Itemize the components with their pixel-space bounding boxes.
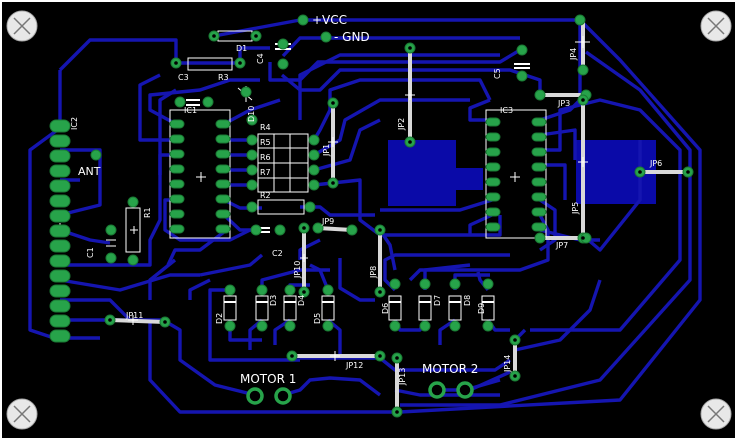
label-gnd: - GND <box>334 30 370 44</box>
label-d3: D3 <box>269 295 278 306</box>
mounting-holes <box>6 10 732 430</box>
label-r5: R5 <box>260 138 271 147</box>
jumpers <box>108 18 690 414</box>
jumper-jp9 <box>316 226 354 232</box>
label-motor1: MOTOR 1 <box>240 372 296 386</box>
r1-outline <box>125 207 141 253</box>
label-jp3: JP3 <box>557 99 570 108</box>
drill-holes <box>108 34 690 414</box>
label-motor2: MOTOR 2 <box>422 362 478 376</box>
label-jp4: JP4 <box>569 48 578 61</box>
label-jp11: JP11 <box>125 311 143 320</box>
label-r7: R7 <box>260 168 271 177</box>
label-r3: R3 <box>218 73 229 82</box>
label-d2: D2 <box>215 313 224 324</box>
label-r6: R6 <box>260 153 271 162</box>
motor1-pad-b <box>274 387 292 405</box>
label-d4: D4 <box>297 295 306 306</box>
label-jp10: JP10 <box>293 261 302 279</box>
traces <box>28 18 702 414</box>
d2-outline <box>223 295 237 321</box>
label-jp8: JP8 <box>369 266 378 279</box>
motor1-pad-a <box>246 387 264 405</box>
label-c5: C5 <box>493 68 502 79</box>
ic1-pads-left <box>169 119 185 234</box>
label-jp9: JP9 <box>321 217 334 226</box>
label-jp7: JP7 <box>555 241 568 250</box>
label-c2: C2 <box>272 249 283 258</box>
label-jp6: JP6 <box>649 159 662 168</box>
label-d5: D5 <box>313 313 322 324</box>
label-r1: R1 <box>143 207 152 218</box>
label-r2: R2 <box>260 191 271 200</box>
label-d6: D6 <box>381 303 390 314</box>
ic3-pads-right <box>531 117 547 232</box>
label-c4: C4 <box>256 53 265 64</box>
pads <box>49 14 694 418</box>
copper-pour-jp2 <box>388 140 456 206</box>
label-jp14: JP14 <box>503 355 512 373</box>
jumper-jp11 <box>108 318 167 324</box>
ic1-pads-right <box>215 119 231 234</box>
label-c3: C3 <box>178 73 189 82</box>
copper-pour-bridge <box>455 168 483 190</box>
d3-outline <box>255 295 269 321</box>
round-pads <box>90 14 694 418</box>
label-ant: ANT <box>78 165 101 178</box>
label-jp13: JP13 <box>398 368 407 386</box>
label-ic2: IC2 <box>70 117 79 130</box>
label-jp2: JP2 <box>397 118 406 131</box>
ic3-outline <box>485 109 547 239</box>
label-d7: D7 <box>433 295 442 306</box>
label-ic1: IC1 <box>184 106 197 115</box>
label-d8: D8 <box>463 295 472 306</box>
label-c1: C1 <box>86 247 95 258</box>
label-d1: D1 <box>236 44 247 53</box>
label-ic3: IC3 <box>500 106 513 115</box>
d4-outline <box>283 295 297 321</box>
r3-outline <box>187 57 233 71</box>
ic2-outline <box>169 109 231 239</box>
label-r4: R4 <box>260 123 271 132</box>
label-vcc: +VCC <box>312 13 347 27</box>
r2-outline <box>257 199 305 215</box>
d7-outline <box>418 295 432 321</box>
label-d9: D9 <box>477 303 486 314</box>
copper-pours <box>388 140 656 206</box>
ic3-pads-left <box>485 117 501 232</box>
motor2-pad-b <box>456 381 474 399</box>
d8-outline <box>448 295 462 321</box>
label-jp12: JP12 <box>345 361 363 370</box>
silkscreen-labels: +VCC - GND D1 C3 R3 C4 C5 JP4 JP3 JP2 IC… <box>70 13 662 386</box>
motor2-pad-a <box>428 381 446 399</box>
d6-outline <box>388 295 402 321</box>
label-jp1: JP1 <box>322 144 331 157</box>
label-jp5: JP5 <box>571 202 580 215</box>
label-d10: D10 <box>247 106 256 122</box>
d5-outline <box>321 295 335 321</box>
connector-ic2-header <box>49 119 71 343</box>
d9-outline <box>481 295 495 321</box>
motor-pads <box>246 381 474 405</box>
